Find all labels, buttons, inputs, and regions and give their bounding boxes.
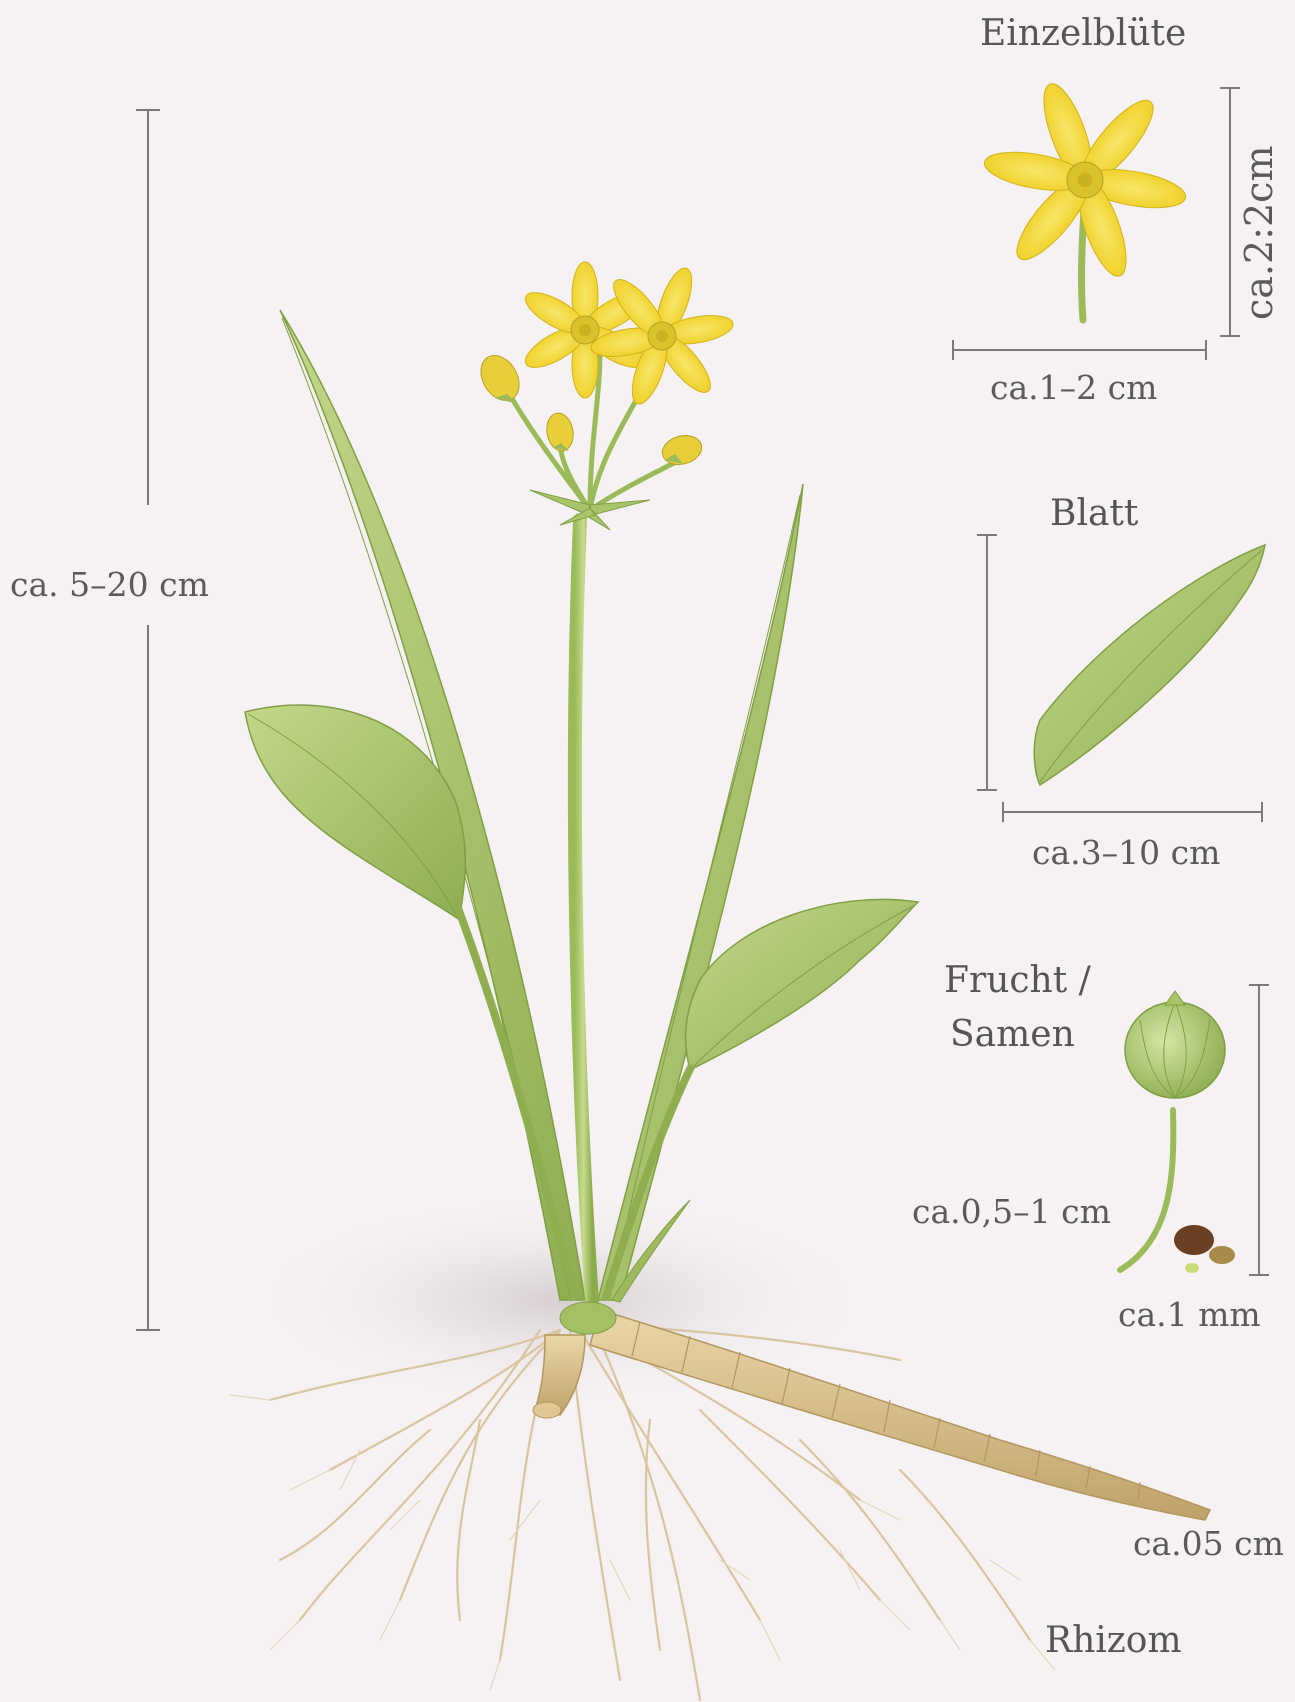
fruit-size-label: ca.0,5–1 cm [912,1195,1111,1228]
rhizome [533,1310,1210,1520]
single-flower-inset [982,78,1189,320]
seed-size-label: ca.1 mm [1118,1298,1261,1331]
umbel-flower-right [589,264,735,408]
rhizome-title: Rhizom [1045,1623,1182,1659]
fruit-title-line2: Samen [950,1017,1075,1053]
flower-stem [575,520,592,1300]
fruit-title-line1: Frucht / [944,963,1091,999]
fruit-inset [1120,991,1235,1273]
rhizome-diameter-label: ca.05 cm [1133,1527,1284,1560]
overall-height-measure [136,110,160,1330]
leaf-inset [1034,545,1265,785]
overall-height-label: ca. 5–20 cm [10,568,209,601]
stem-base [560,1302,616,1334]
flower-width-label: ca.1–2 cm [990,371,1157,404]
single-flower-title: Einzelblüte [980,16,1186,52]
leaf-length-label: ca.3–10 cm [1032,836,1220,869]
leaf-title: Blatt [1050,496,1138,532]
flower-height-label: ca.2:2cm [1240,146,1278,321]
seed-dark [1174,1225,1214,1255]
fruit-measure [1249,985,1269,1275]
